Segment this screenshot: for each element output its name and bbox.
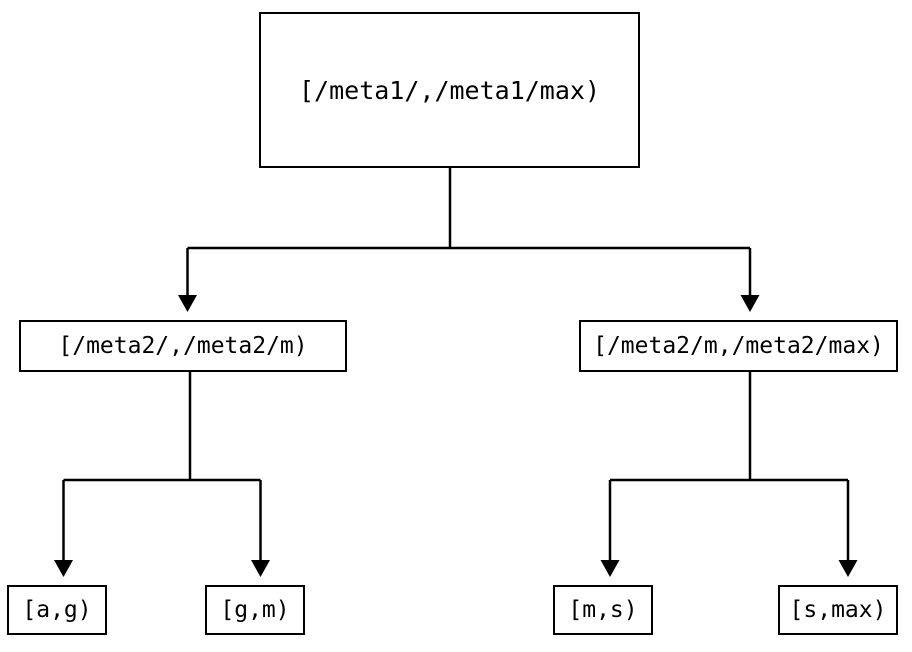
tree-node-leaf-1-label: [g,m) [220,596,290,623]
tree-node-leaf-0-label: [a,g) [22,596,92,623]
edge-mid-right-to-leaf-2 [600,372,752,577]
tree-node-mid-left-label: [/meta2/,/meta2/m) [58,332,308,359]
tree-node-mid-right[interactable]: [/meta2/m,/meta2/max) [579,320,898,372]
edge-root-to-mid-left [178,168,452,312]
edge-root-to-mid-right [450,246,760,312]
tree-node-leaf-0[interactable]: [a,g) [7,585,107,635]
tree-node-leaf-2-label: [m,s) [568,596,638,623]
edge-mid-right-to-leaf-3 [750,478,858,577]
tree-node-leaf-2[interactable]: [m,s) [553,585,653,635]
tree-node-leaf-1[interactable]: [g,m) [205,585,305,635]
tree-node-mid-left[interactable]: [/meta2/,/meta2/m) [19,320,347,372]
tree-node-root-label: [/meta1/,/meta1/max) [298,75,601,105]
tree-node-mid-right-label: [/meta2/m,/meta2/max) [593,332,884,359]
tree-node-leaf-3-label: [s,max) [789,596,887,623]
edge-mid-left-to-leaf-0 [54,372,192,577]
tree-node-root[interactable]: [/meta1/,/meta1/max) [259,12,640,168]
edge-mid-left-to-leaf-1 [190,478,270,577]
tree-node-leaf-3[interactable]: [s,max) [778,585,898,635]
